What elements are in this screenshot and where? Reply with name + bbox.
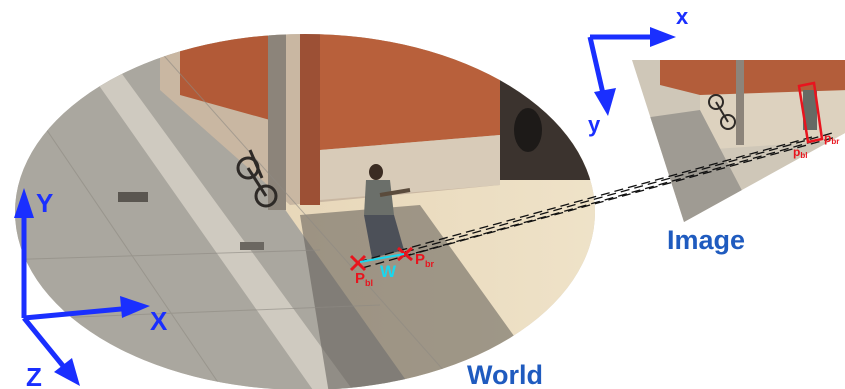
world-z-label: Z	[26, 362, 42, 389]
image-y-label: y	[588, 112, 601, 137]
w-label: W	[380, 262, 397, 281]
world-caption: World	[467, 360, 543, 389]
world-y-label: Y	[36, 188, 53, 218]
world-x-label: X	[150, 306, 168, 336]
image-x-arrowhead	[650, 27, 676, 47]
image-y-axis	[590, 37, 604, 98]
image-caption: Image	[667, 225, 745, 255]
world-photo	[0, 30, 620, 389]
image-x-label: x	[676, 4, 689, 29]
